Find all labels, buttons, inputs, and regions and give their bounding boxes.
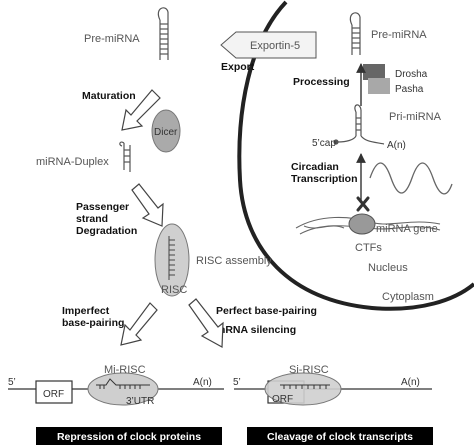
dicer-label: Dicer — [154, 127, 178, 138]
perfect-label-line1: Perfect base-pairing — [216, 305, 317, 317]
perfect-arrow — [188, 298, 224, 348]
export-label: Export — [221, 61, 255, 73]
drosha-label: Drosha — [395, 69, 428, 80]
passenger-label-line1: Passenger — [76, 201, 129, 213]
ctf-protein — [348, 213, 376, 235]
mirna-gene-label: miRNA gene — [376, 223, 438, 235]
left-orf-label: ORF — [43, 389, 64, 400]
maturation-arrow — [121, 89, 161, 131]
maturation-label: Maturation — [82, 90, 136, 102]
processing-label: Processing — [293, 76, 350, 88]
nucleus-label: Nucleus — [368, 262, 408, 274]
left-orf-box — [35, 380, 73, 404]
pasha-label: Pasha — [395, 84, 424, 95]
nuclear-pre-mirna-label: Pre-miRNA — [371, 29, 427, 41]
mi-risc-label: Mi-RISC — [104, 364, 146, 376]
left-banner — [36, 427, 222, 445]
mirna-duplex-label: miRNA-Duplex — [36, 156, 109, 168]
left-polya-label: A(n) — [193, 377, 212, 388]
pri-mirna-label: Pri-miRNA — [389, 111, 442, 123]
circadian-wave — [369, 162, 453, 195]
passenger-label-line2: strand — [76, 213, 108, 225]
right-banner — [247, 427, 433, 445]
left-five-prime-label: 5’ — [8, 377, 16, 388]
mi-risc-complex — [87, 372, 159, 406]
five-prime-cap-label: 5’cap — [312, 138, 336, 149]
pri-mirna-polya-label: A(n) — [387, 140, 406, 151]
imperfect-label-line1: Imperfect — [62, 305, 110, 317]
si-risc-pairing — [280, 384, 330, 389]
perfect-label-line2: mRNA silencing — [216, 324, 296, 336]
drosha-block — [363, 64, 385, 80]
utr-label: 3’UTR — [126, 396, 154, 407]
dicer-enzyme — [151, 109, 181, 153]
right-polya-label: A(n) — [401, 377, 420, 388]
imperfect-label-line2: base-pairing — [62, 317, 124, 329]
left-banner-text: Repression of clock proteins — [57, 431, 201, 443]
exportin-5-label: Exportin-5 — [250, 40, 300, 52]
si-risc-complex — [264, 372, 342, 406]
nuclear-pre-mirna-hairpin — [349, 12, 361, 55]
exportin-5-arrow — [220, 31, 317, 59]
mirna-duplex — [119, 141, 131, 172]
risc-label: RISC — [161, 284, 187, 296]
pasha-block — [368, 78, 390, 94]
ctfs-label: CTFs — [355, 242, 382, 254]
right-orf-label: ORF — [272, 394, 293, 405]
nucleus-membrane — [237, 0, 474, 311]
risc-mirna-strand — [168, 236, 175, 280]
cytoplasmic-pre-mirna-label: Pre-miRNA — [84, 33, 140, 45]
degradation-arrow — [131, 183, 164, 227]
mi-risc-pairing — [96, 378, 150, 389]
imperfect-arrow — [120, 302, 158, 346]
cytoplasm-label: Cytoplasm — [382, 291, 434, 303]
cytoplasmic-pre-mirna-hairpin — [157, 7, 169, 60]
si-risc-label: Si-RISC — [289, 364, 329, 376]
passenger-label-line3: Degradation — [76, 225, 137, 237]
chromosome-icon — [356, 196, 370, 212]
pri-mirna-structure — [333, 104, 385, 145]
right-five-prime-label: 5’ — [233, 377, 241, 388]
right-banner-text: Cleavage of clock transcripts — [267, 431, 413, 443]
circadian-label-line2: Transcription — [291, 173, 358, 185]
circadian-label-line1: Circadian — [291, 161, 339, 173]
risc-assembly-label: RISC assembly — [196, 255, 272, 267]
